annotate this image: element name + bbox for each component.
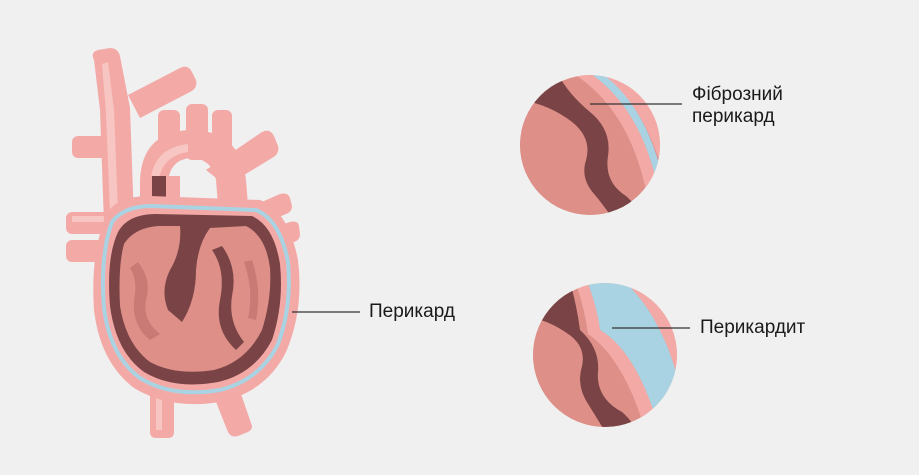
pericardium-label-text: Перикард	[369, 301, 455, 322]
pericarditis-label-text: Перикардит	[700, 317, 806, 338]
fibrous-pericardium-detail	[520, 75, 660, 215]
pericardium-label: Перикард	[369, 301, 455, 323]
pericarditis-detail	[533, 283, 677, 427]
fibrous-pericardium-label: Фіброзний перикард	[692, 84, 783, 128]
pericardium-layer	[101, 203, 291, 395]
fibrous-pericardium-label-line1: Фіброзний	[692, 84, 783, 105]
pericarditis-label: Перикардит	[700, 317, 805, 339]
superior-vena-cava	[92, 48, 197, 224]
heart-illustration	[66, 48, 300, 438]
fibrous-pericardium-label-line2: перикард	[692, 106, 775, 127]
